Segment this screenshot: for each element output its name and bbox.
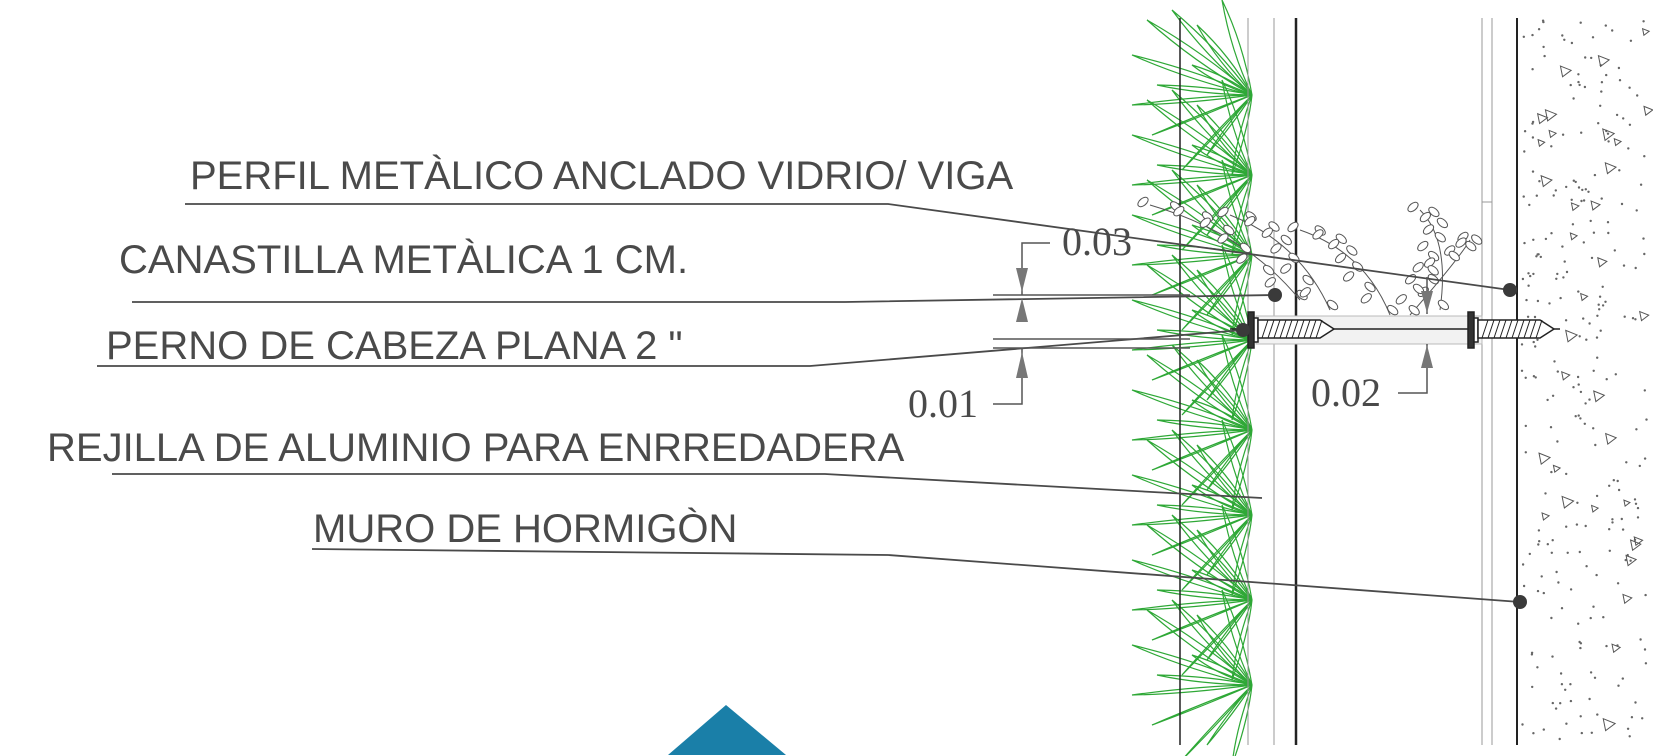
leader-lines — [97, 203, 1521, 603]
plant-cluster — [1131, 419, 1253, 596]
label-perno: PERNO DE CABEZA PLANA 2 " — [106, 324, 683, 368]
label-muro: MURO DE HORMIGÒN — [313, 507, 738, 551]
bolt-left — [1247, 311, 1336, 349]
dimension-001: 0.01 — [908, 381, 978, 426]
leader-muro — [311, 548, 1521, 603]
leader-rejilla — [112, 473, 1263, 499]
label-perfil: PERFIL METÀLICO ANCLADO VIDRIO/ VIGA — [190, 154, 1014, 198]
label-rejilla: REJILLA DE ALUMINIO PARA ENRREDADERA — [47, 426, 905, 470]
triangle-up-icon[interactable] — [668, 705, 786, 755]
plant-cluster — [1131, 504, 1253, 681]
wall-lines — [1179, 18, 1518, 745]
dimension-003: 0.03 — [1062, 219, 1132, 264]
dimension-arrows — [1016, 268, 1433, 378]
leader-perfil — [185, 203, 1511, 291]
label-canastilla: CANASTILLA METÀLICA 1 CM. — [119, 238, 689, 282]
basket-and-bolts — [1230, 311, 1560, 349]
plant-cluster — [1131, 159, 1253, 336]
plant-cluster — [1131, 79, 1253, 256]
leader-canastilla — [132, 294, 1276, 303]
leader-dots — [1236, 283, 1527, 609]
dimension-002: 0.02 — [1311, 370, 1381, 415]
green-wall-plants — [1131, 0, 1253, 756]
concrete-wall-hatch — [1520, 19, 1653, 741]
plant-cluster — [1131, 589, 1253, 756]
plant-cluster — [1131, 334, 1253, 511]
climbing-vine — [1137, 196, 1483, 316]
plant-cluster — [1131, 0, 1253, 176]
bolt-right — [1467, 311, 1556, 349]
plant-cluster — [1131, 244, 1253, 421]
leader-perno — [97, 329, 1244, 367]
